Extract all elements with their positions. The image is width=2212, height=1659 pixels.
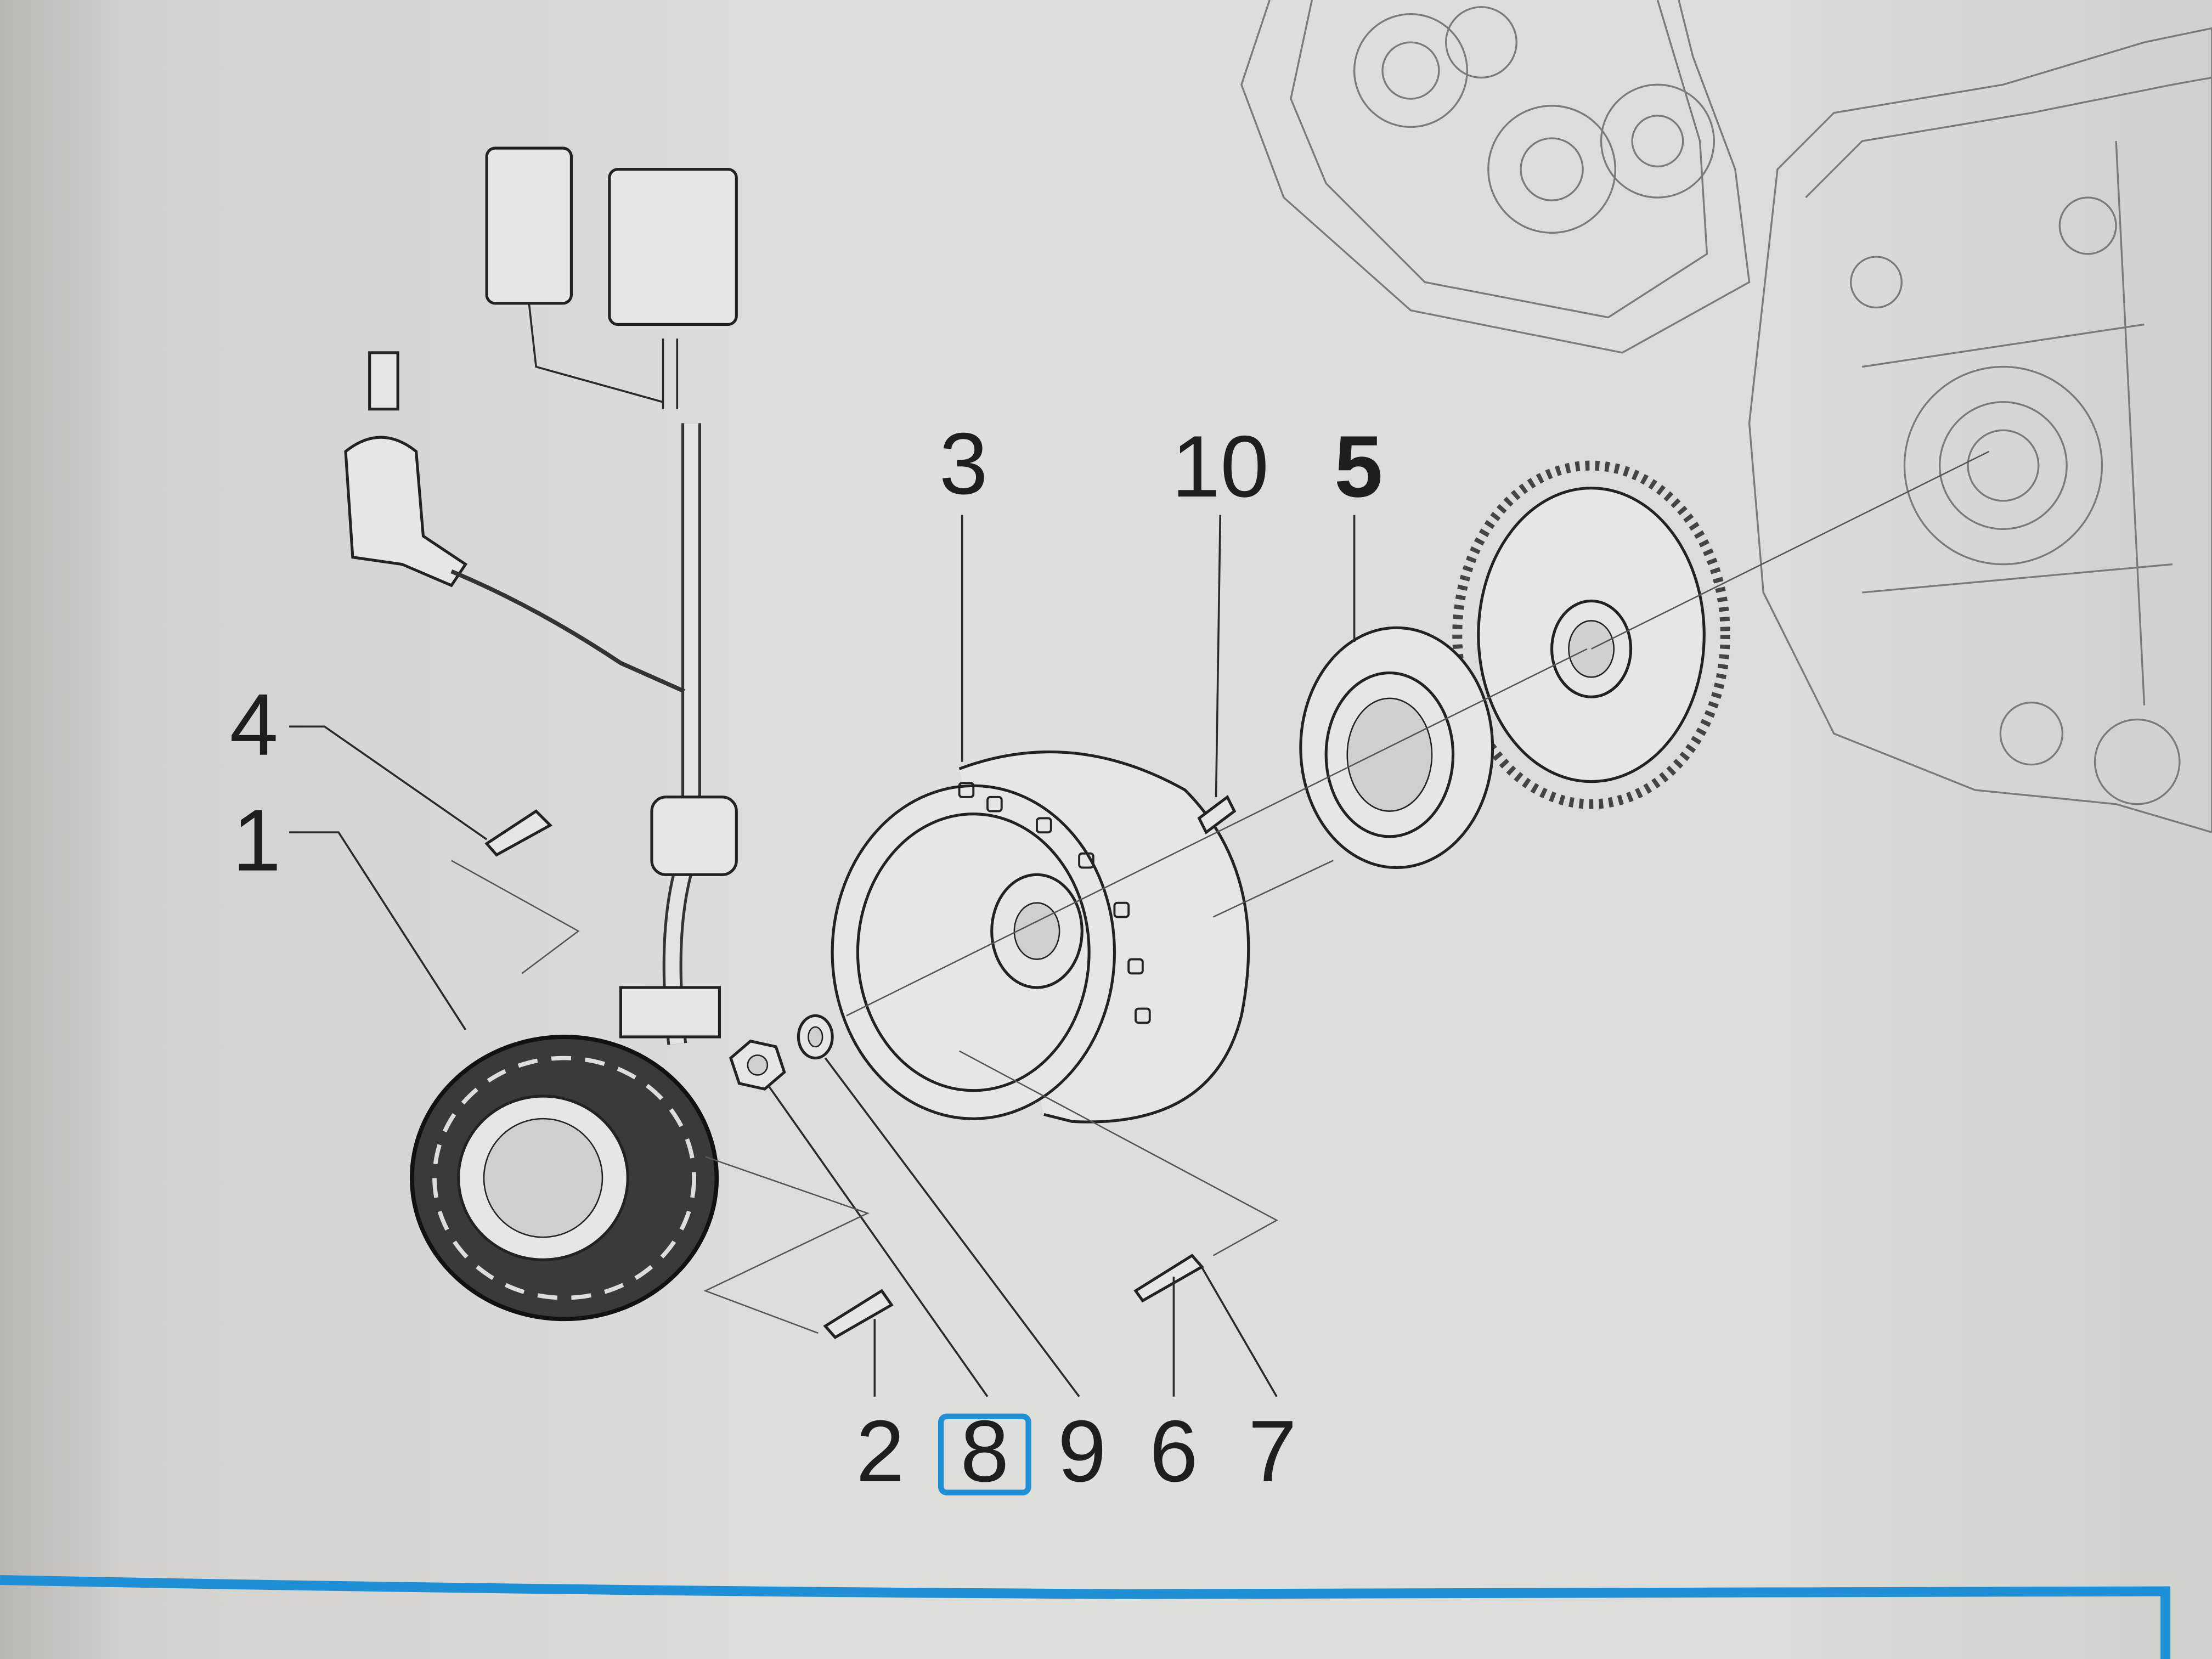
stator [289,831,719,1322]
callout-1[interactable]: 1 [233,792,281,889]
nut-and-washer [729,1014,1080,1397]
callout-2[interactable]: 2 [856,1402,905,1500]
bolts [289,725,1278,1397]
starter-gear [1452,450,1990,809]
key-part [1197,515,1237,835]
callout-6[interactable]: 6 [1149,1402,1198,1500]
callout-4[interactable]: 4 [230,676,279,774]
callout-5[interactable]: 5 [1334,417,1383,515]
callout-labels: 3 10 5 4 1 2 8 9 6 7 [230,415,1383,1500]
engine-case-illustration [1240,0,2212,833]
freewheel [1299,515,1494,869]
callout-10[interactable]: 10 [1172,417,1269,515]
callout-3[interactable]: 3 [939,415,988,512]
callout-7[interactable]: 7 [1248,1402,1297,1500]
flywheel [831,515,1588,1124]
callout-9[interactable]: 9 [1058,1402,1107,1500]
panel-border-line [0,1575,2171,1659]
wiring-harness [344,146,738,1045]
callout-8-selected[interactable]: 8 [961,1402,1009,1500]
callout-selection-box [938,1413,1031,1496]
